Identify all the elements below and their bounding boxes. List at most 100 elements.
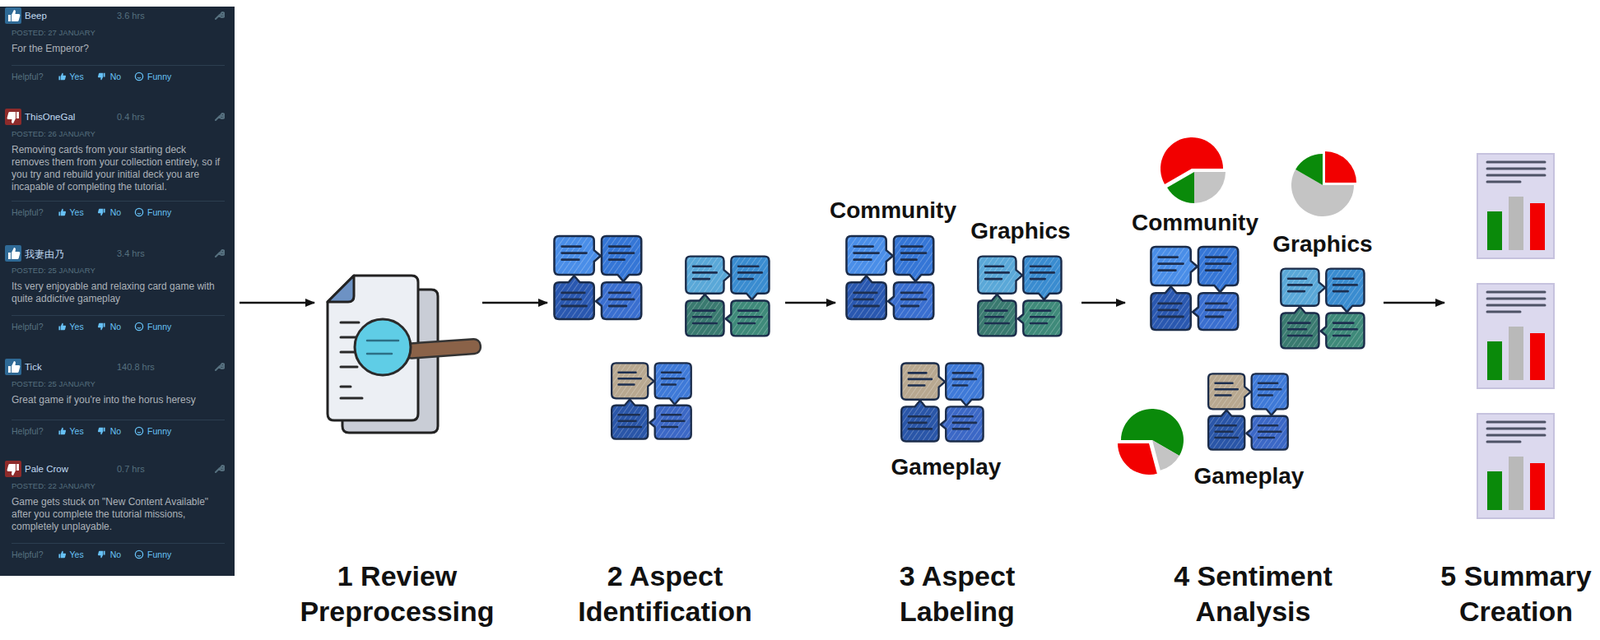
reviewer-name: 我妻由乃: [24, 248, 65, 261]
vote-icon: [97, 207, 107, 218]
thumb-icon: [4, 108, 23, 126]
vote-icon: [56, 321, 67, 332]
vote-button: No: [110, 207, 121, 218]
review-card: 我妻由乃3.4 hrsPOSTED: 25 JANUARYIts very en…: [0, 244, 235, 340]
thumb-icon: [4, 7, 23, 25]
helpful-label: Helpful?: [11, 426, 44, 437]
vote-button: Yes: [69, 426, 84, 437]
wrench-icon: [213, 361, 225, 373]
aspect-cluster: [901, 362, 983, 442]
aspect-group: Community: [1129, 209, 1261, 340]
vote-icon: [56, 71, 67, 82]
aspect-cluster: [846, 236, 934, 320]
aspect-group: Graphics: [967, 218, 1075, 344]
vote-button: Funny: [147, 71, 172, 82]
vote-button: Yes: [69, 207, 84, 218]
play-hours: 140.8 hrs: [116, 362, 155, 373]
aspect-cluster: [1150, 246, 1238, 331]
sentiment-pie: [1117, 409, 1184, 475]
aspect-group: Gameplay: [1189, 366, 1309, 490]
helpful-label: Helpful?: [11, 321, 44, 332]
review-text: Its very enjoyable and relaxing card gam…: [11, 280, 222, 306]
aspect-label: Gameplay: [1189, 463, 1309, 490]
review-text: Game gets stuck on "New Content Availabl…: [11, 496, 222, 534]
vote-button: Funny: [147, 549, 172, 560]
post-date: POSTED: 25 JANUARY: [11, 379, 96, 389]
post-date: POSTED: 26 JANUARY: [11, 129, 96, 139]
aspect-group: Community: [827, 197, 959, 330]
wrench-icon: [213, 111, 225, 123]
flow-arrow: [1383, 302, 1445, 305]
aspect-group: Graphics: [1269, 231, 1377, 357]
review-text: Removing cards from your starting deck r…: [11, 144, 222, 194]
aspect-label: Gameplay: [886, 454, 1006, 481]
pipeline-stage: 2 Aspect Identification: [549, 222, 781, 634]
pipeline-stage: 1 Review Preprocessing: [316, 246, 478, 634]
helpful-row: Helpful?YesNoFunny: [11, 205, 182, 219]
funny-icon: [134, 549, 145, 560]
review-text: For the Emperor?: [11, 42, 222, 56]
review-card: Tick140.8 hrsPOSTED: 25 JANUARYGreat gam…: [0, 358, 235, 444]
aspect-label: Graphics: [967, 218, 1075, 245]
funny-icon: [134, 426, 145, 437]
post-date: POSTED: 25 JANUARY: [11, 265, 96, 275]
flow-arrow: [239, 302, 315, 305]
helpful-row: Helpful? Yes No Funny: [11, 424, 182, 438]
aspect-cluster: [611, 362, 692, 439]
vote-button: Funny: [147, 207, 172, 218]
vote-button: Yes: [69, 321, 84, 332]
vote-button: No: [110, 71, 121, 82]
aspect-cluster: [1208, 373, 1289, 450]
stage-caption: 1 Review Preprocessing: [289, 558, 506, 629]
vote-icon: [56, 207, 67, 218]
helpful-label: Helpful?: [11, 549, 44, 560]
separator-line: [11, 419, 225, 421]
play-hours: 0.7 hrs: [116, 464, 145, 475]
separator-line: [11, 200, 225, 202]
funny-icon: [134, 321, 145, 332]
aspect-cluster: [685, 256, 769, 337]
helpful-row: Helpful? Yes No Funny: [11, 320, 182, 334]
reviewer-name: Beep: [24, 10, 47, 21]
vote-button: No: [110, 426, 121, 437]
aspect-cluster: [1280, 269, 1364, 349]
helpful-row: Helpful?YesNoFunny: [11, 548, 182, 562]
aspect-label: Graphics: [1269, 231, 1377, 258]
vote-button: Funny: [147, 321, 172, 332]
vote-button: Funny: [147, 426, 172, 437]
vote-icon: [56, 426, 67, 437]
aspect-label: Community: [1129, 209, 1261, 237]
aspect-label: Community: [827, 197, 959, 224]
vote-icon: [97, 71, 107, 82]
thumb-icon: [4, 358, 23, 377]
review-panel: [0, 6, 235, 577]
vote-icon: [97, 426, 107, 437]
funny-icon: [134, 207, 145, 218]
aspect-cluster: [553, 236, 642, 320]
document-icon: [327, 275, 481, 433]
wrench-icon: [213, 9, 225, 22]
post-date: POSTED: 27 JANUARY: [11, 27, 96, 38]
reviewer-name: ThisOneGal: [24, 111, 75, 122]
reviewer-name: Tick: [24, 362, 42, 373]
wrench-icon: [213, 247, 225, 260]
thumb-icon: [4, 460, 23, 479]
review-card: ThisOneGal 0.4 hrsPOSTED: 26 JANUARY Remov…: [0, 107, 235, 225]
helpful-label: Helpful?: [11, 71, 44, 82]
stage-caption: 4 Sentiment Analysis: [1145, 558, 1362, 629]
vote-button: Yes: [69, 549, 84, 560]
play-hours: 3.6 hrs: [116, 10, 145, 21]
vote-button: Yes: [69, 71, 84, 82]
play-hours: 0.4 hrs: [116, 111, 145, 122]
stage-caption: 5 Summary Creation: [1435, 558, 1597, 629]
vote-icon: [56, 549, 67, 560]
flow-arrow: [482, 302, 548, 305]
helpful-row: Helpful? Yes No Funny: [11, 69, 182, 84]
review-card: Beep 3.6 hrsPOSTED: 27 JANUARY For the Emp…: [0, 6, 235, 89]
review-card: Pale Crow0.7 hrsPOSTED: 22 JANUARYGame g…: [0, 460, 235, 568]
wrench-icon: [213, 463, 225, 475]
post-date: POSTED: 22 JANUARY: [11, 481, 96, 491]
vote-button: No: [110, 321, 121, 332]
